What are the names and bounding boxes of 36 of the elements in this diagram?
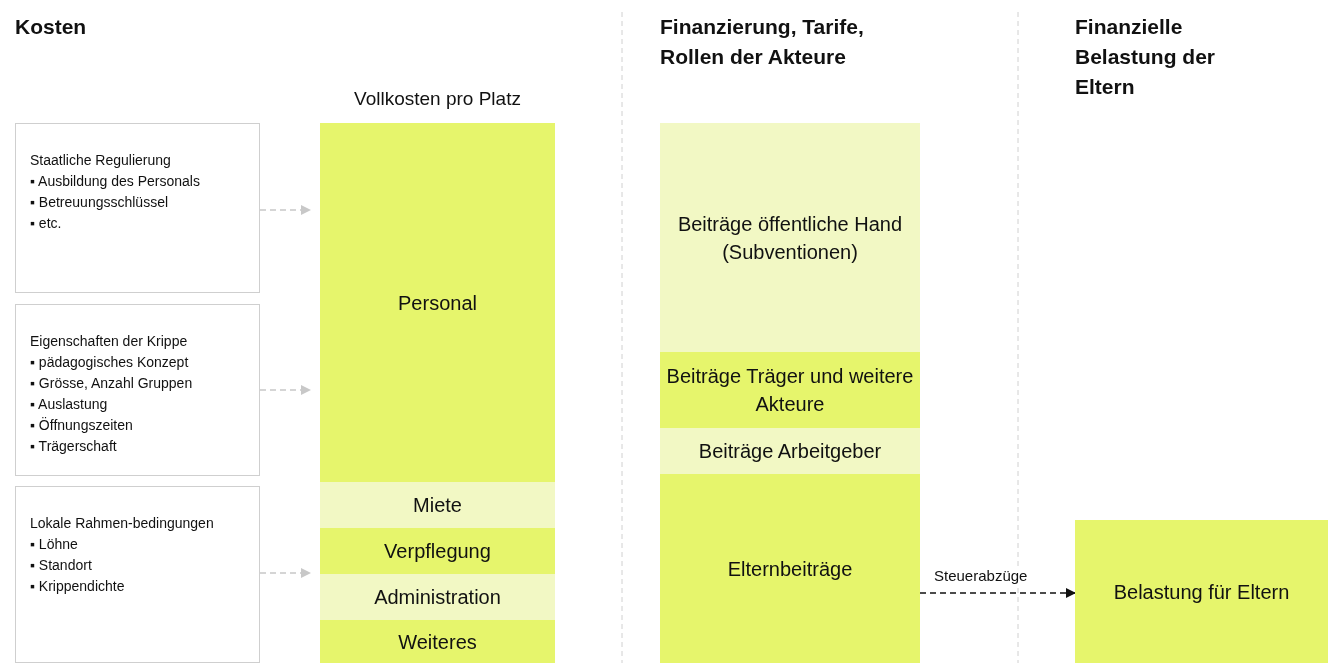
arrow bbox=[259, 205, 311, 215]
section-title: Finanzierung, Tarife, Rollen der Akteure bbox=[660, 14, 865, 70]
cost-segment: Miete bbox=[320, 482, 555, 528]
funding-segment: Beiträge Träger und weitere Akteure bbox=[660, 352, 920, 428]
funding-segment: Beiträge Arbeitgeber bbox=[660, 428, 920, 474]
bullet-item: ▪ Betreuungsschlüssel bbox=[30, 193, 170, 212]
box-heading: Lokale Rahmen-bedingungen bbox=[30, 514, 215, 533]
cost-segment: Administration bbox=[320, 574, 555, 620]
bullet-item: ▪ Trägerschaft bbox=[30, 437, 118, 456]
bullet-item: ▪ Grösse, Anzahl Gruppen bbox=[30, 374, 194, 393]
bullet-item: ▪ Löhne bbox=[30, 535, 79, 554]
bullet-item: ▪ Standort bbox=[30, 556, 93, 575]
funding-segment: Beiträge öffentliche Hand (Subventionen) bbox=[660, 123, 920, 352]
cost-segment: Weiteres bbox=[320, 620, 555, 663]
bullet-item: ▪ Ausbildung des Personals bbox=[30, 172, 201, 191]
factor-box bbox=[15, 304, 260, 476]
funding-segment: Elternbeiträge bbox=[660, 474, 920, 663]
section-title: Kosten bbox=[15, 14, 88, 40]
cost-segment: Personal bbox=[320, 123, 555, 482]
bullet-item: ▪ pädagogisches Konzept bbox=[30, 353, 190, 372]
factor-box bbox=[15, 123, 260, 293]
arrow bbox=[259, 568, 311, 578]
box-heading: Eigenschaften der Krippe bbox=[30, 332, 189, 351]
arrow bbox=[919, 588, 1076, 598]
arrow bbox=[259, 385, 311, 395]
bullet-item: ▪ Öffnungszeiten bbox=[30, 416, 134, 435]
column-heading: Vollkosten pro Platz bbox=[353, 87, 522, 111]
bullet-item: ▪ etc. bbox=[30, 214, 63, 233]
bullet-item: ▪ Krippendichte bbox=[30, 577, 126, 596]
box-heading: Staatliche Regulierung bbox=[30, 151, 172, 170]
section-title: Finanzielle Belastung der Eltern bbox=[1075, 14, 1217, 100]
edge-label: Steuerabzüge bbox=[932, 567, 1030, 584]
factor-box bbox=[15, 486, 260, 663]
burden-block: Belastung für Eltern bbox=[1075, 520, 1328, 663]
cost-segment: Verpflegung bbox=[320, 528, 555, 574]
bullet-item: ▪ Auslastung bbox=[30, 395, 109, 414]
